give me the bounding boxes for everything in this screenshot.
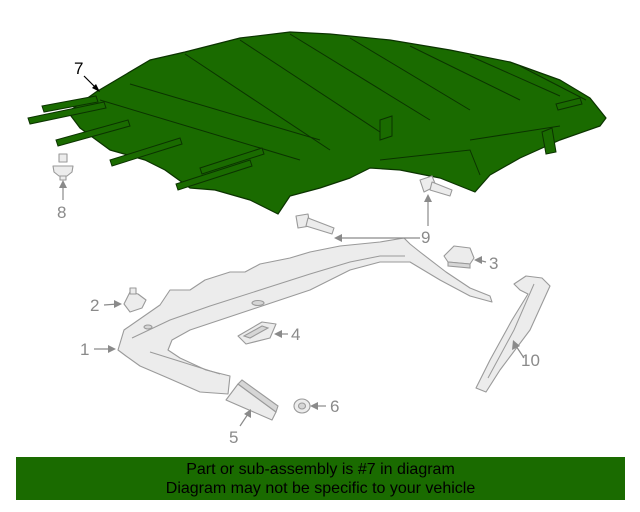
leader-8 xyxy=(59,180,67,200)
leader-6 xyxy=(310,402,326,410)
part-3-bracket[interactable] xyxy=(443,245,475,269)
leader-7 xyxy=(83,75,100,92)
part-9-screw-lower[interactable] xyxy=(295,213,335,235)
leader-1 xyxy=(94,345,116,353)
part-7-headliner[interactable] xyxy=(27,31,607,215)
callout-9[interactable]: 9 xyxy=(421,228,430,247)
parts-diagram: 7 8 9 3 2 4 1 10 6 5 xyxy=(27,31,607,447)
callout-10[interactable]: 10 xyxy=(521,351,540,370)
callout-1[interactable]: 1 xyxy=(80,340,89,359)
leader-2 xyxy=(103,300,122,308)
callout-7[interactable]: 7 xyxy=(74,59,83,78)
part-4-pad[interactable] xyxy=(237,321,277,345)
part-8-clip[interactable] xyxy=(52,153,74,181)
callout-8[interactable]: 8 xyxy=(57,203,66,222)
callout-3[interactable]: 3 xyxy=(489,254,498,273)
part-10-pillar-trim[interactable] xyxy=(475,275,551,393)
leader-5 xyxy=(239,409,251,427)
leader-4 xyxy=(274,330,288,338)
part-1-trim-panel[interactable] xyxy=(117,237,493,395)
leader-3 xyxy=(474,256,487,264)
part-6-grommet[interactable] xyxy=(293,398,311,414)
part-5-cover[interactable] xyxy=(225,379,279,421)
leader-10 xyxy=(512,340,525,359)
leader-9 xyxy=(334,194,432,242)
callout-2[interactable]: 2 xyxy=(90,296,99,315)
callout-6[interactable]: 6 xyxy=(330,397,339,416)
part-9-screw-upper[interactable] xyxy=(419,175,453,197)
banner-line-part: Part or sub-assembly is #7 in diagram xyxy=(186,461,455,478)
part-2-clip[interactable] xyxy=(123,287,147,313)
callout-5[interactable]: 5 xyxy=(229,428,238,447)
highlight-notice-banner: Part or sub-assembly is #7 in diagram Di… xyxy=(16,457,625,500)
callout-4[interactable]: 4 xyxy=(291,325,300,344)
banner-line-disclaimer: Diagram may not be specific to your vehi… xyxy=(165,480,476,497)
